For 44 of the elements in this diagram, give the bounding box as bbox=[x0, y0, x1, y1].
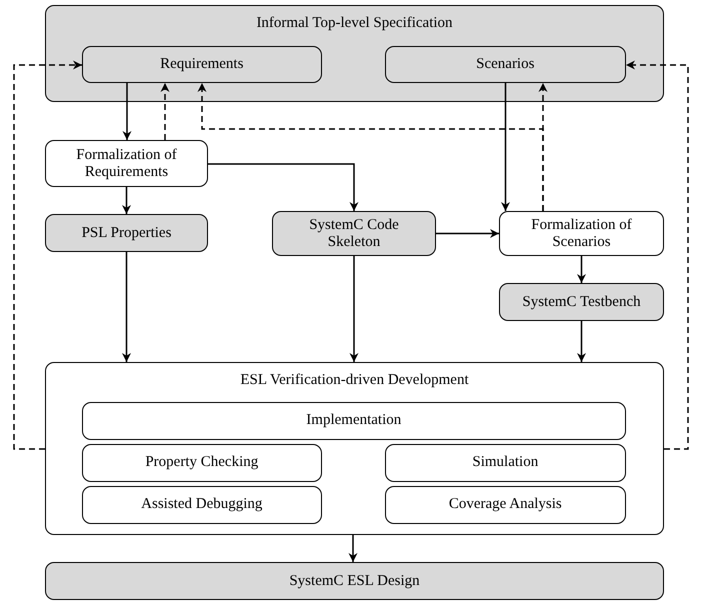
process-box bbox=[45, 214, 208, 252]
arrow bbox=[350, 256, 358, 362]
process-box bbox=[45, 140, 208, 187]
feedback-arrow bbox=[198, 83, 544, 211]
process-box bbox=[384, 486, 626, 524]
box-label: SystemC ESL Design bbox=[289, 572, 420, 590]
process-box bbox=[499, 211, 664, 256]
box-label: Property Checking bbox=[145, 454, 258, 472]
arrow bbox=[122, 252, 131, 362]
arrow bbox=[122, 83, 132, 140]
box-label: Formalization of Scenarios bbox=[530, 216, 633, 250]
group-panel bbox=[45, 5, 664, 102]
feedback-arrow bbox=[626, 60, 689, 450]
process-box bbox=[82, 46, 322, 83]
process-box bbox=[82, 486, 322, 524]
box-label: Requirements bbox=[160, 56, 244, 73]
group-panel bbox=[45, 362, 664, 535]
box-label: Formalization of Requirements bbox=[75, 146, 178, 180]
box-label: PSL Properties bbox=[82, 224, 172, 242]
arrow bbox=[577, 256, 586, 283]
group-title: ESL Verification-driven Development bbox=[240, 372, 469, 389]
box-label: Scenarios bbox=[476, 56, 534, 73]
arrow bbox=[348, 535, 358, 562]
arrow bbox=[122, 187, 131, 214]
arrow bbox=[501, 83, 510, 211]
process-box bbox=[82, 402, 626, 440]
process-box bbox=[82, 444, 322, 482]
box-label: SystemC Code Skeleton bbox=[308, 216, 400, 250]
arrow bbox=[577, 321, 586, 362]
box-label: Assisted Debugging bbox=[141, 496, 262, 514]
arrow bbox=[436, 229, 499, 238]
arrow bbox=[208, 163, 358, 211]
process-box bbox=[384, 46, 626, 83]
box-label: SystemC Testbench bbox=[522, 294, 641, 310]
feedback-arrow bbox=[160, 83, 170, 140]
group-title: Informal Top-level Specification bbox=[256, 15, 453, 32]
box-label: Simulation bbox=[472, 454, 538, 472]
process-box bbox=[384, 444, 626, 482]
box-label: Implementation bbox=[306, 412, 402, 430]
process-box bbox=[499, 283, 664, 321]
process-box bbox=[45, 562, 664, 600]
process-box bbox=[272, 211, 436, 256]
feedback-arrow bbox=[13, 60, 82, 450]
box-label: Coverage Analysis bbox=[448, 496, 562, 514]
